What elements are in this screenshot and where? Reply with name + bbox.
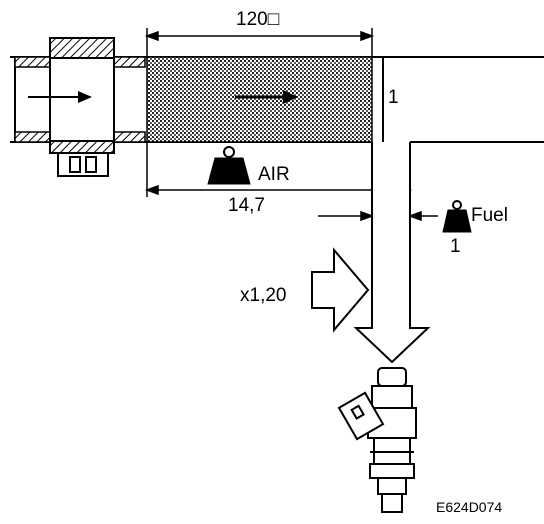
section-number: 1 — [388, 87, 399, 108]
weight-icon — [207, 146, 251, 185]
block-arrow-right-icon — [311, 247, 370, 333]
length-label: 120□ — [236, 9, 280, 30]
length-dimension — [144, 28, 375, 57]
air-flow-sensor-icon — [57, 152, 109, 177]
arrow-right-icon — [235, 90, 298, 104]
figure-code: E624D074 — [436, 499, 503, 515]
arrow-right-icon — [28, 91, 92, 103]
fuel-injector-icon — [337, 367, 417, 513]
air-label: AIR — [258, 164, 290, 185]
weight-icon — [442, 200, 472, 233]
fuel-ratio-label: 1 — [450, 236, 461, 257]
air-ratio-label: 14,7 — [228, 195, 265, 216]
fuel-ratio-dimension — [318, 210, 438, 222]
air-volume — [146, 56, 373, 143]
fuel-label: Fuel — [471, 205, 508, 226]
multiplier-label: x1,20 — [240, 285, 287, 306]
